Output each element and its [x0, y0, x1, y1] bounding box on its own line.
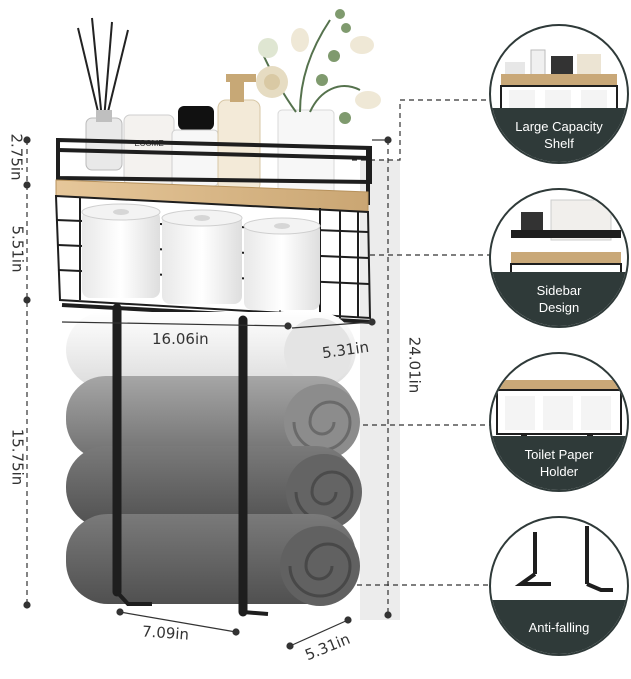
feature-band-holder: Toilet Paper Holder: [491, 436, 627, 490]
feature-label-line1: Large Capacity: [515, 119, 603, 134]
holder-detail-icon: [496, 380, 622, 446]
feature-label-line1: Toilet Paper: [524, 447, 594, 462]
feature-label-line2: Design: [538, 300, 580, 315]
feature-band-anti-falling: Anti-falling: [491, 600, 627, 654]
feature-inset-shelf: Large Capacity Shelf: [489, 24, 629, 164]
horizontal-dimension-lines: [61, 318, 376, 650]
feature-band-sidebar: Sidebar Design: [491, 272, 627, 326]
total-height-label: 24.01in: [405, 336, 424, 394]
rolled-towels: [66, 312, 362, 606]
shelf-width-label: 16.06in: [152, 330, 209, 348]
hook-detail-icon: [514, 526, 613, 592]
rack-feet: [115, 590, 269, 616]
feature-label-line2: Shelf: [544, 136, 574, 151]
towel-height-label: 15.75in: [8, 428, 27, 486]
feature-inset-holder: Toilet Paper Holder: [489, 352, 629, 492]
rack-bars: [112, 303, 248, 617]
flowers: [256, 9, 381, 124]
bottle-cap: [178, 106, 214, 130]
feature-inset-anti-falling: Anti-falling: [489, 516, 629, 656]
feature-label-line1: Sidebar: [536, 283, 582, 298]
feature-band-shelf: Large Capacity Shelf: [491, 108, 627, 162]
diffuser-bottle: [85, 117, 123, 171]
feature-label-line1: Anti-falling: [528, 619, 590, 635]
right-dimension-line: [372, 136, 392, 619]
left-dimension-line: [23, 136, 31, 609]
rack-width-label: 7.09in: [141, 622, 190, 644]
basket-height-label: 5.51in: [8, 225, 27, 273]
feature-label-line2: Holder: [539, 464, 579, 479]
reed-diffuser: [77, 17, 129, 121]
feature-inset-sidebar: Sidebar Design: [489, 188, 629, 328]
toilet-paper-rolls: [81, 203, 321, 310]
wall-shadow: [360, 160, 400, 620]
top-height-label: 2.75in: [7, 133, 26, 181]
